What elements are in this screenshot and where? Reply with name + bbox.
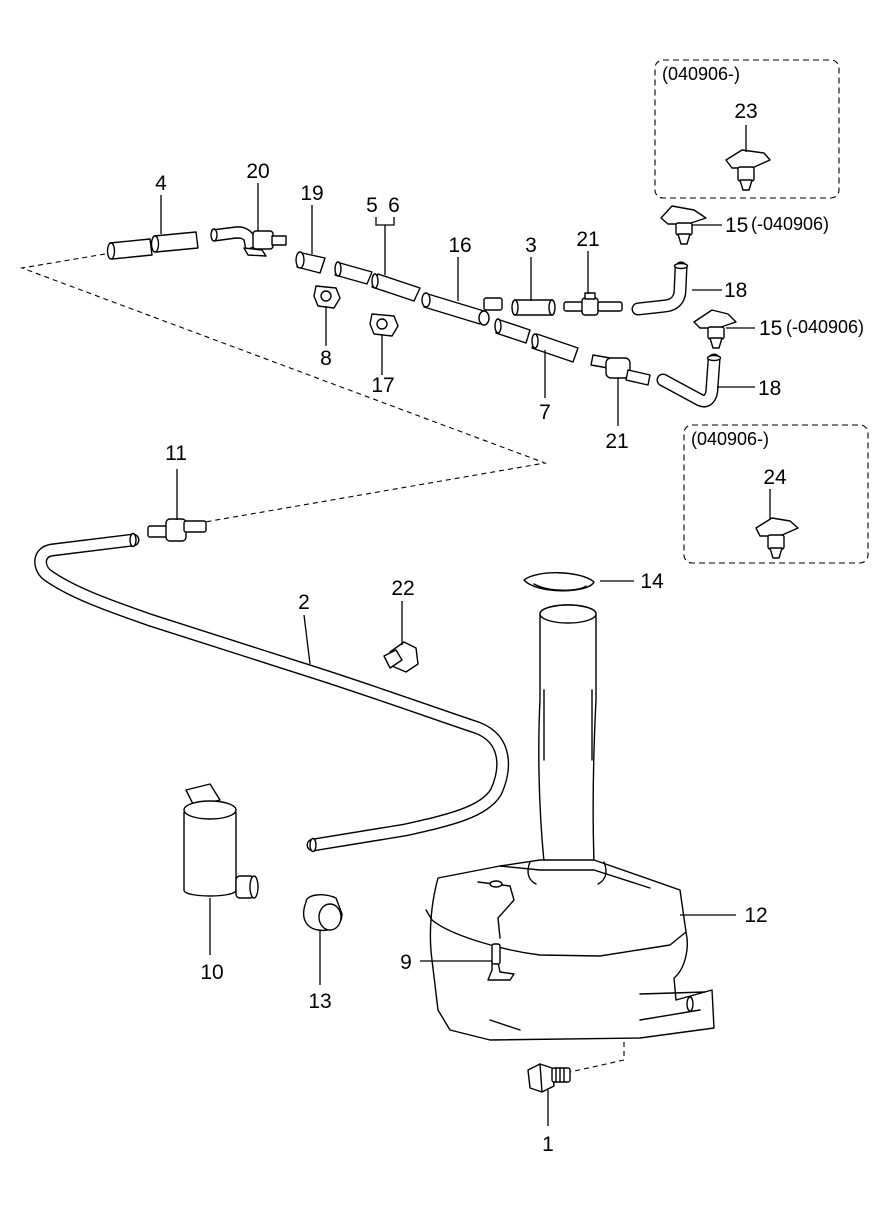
part-5-6-hose-joints [334, 261, 421, 302]
label-part-21-upper: 21 [576, 228, 599, 251]
part-10-washer-pump [183, 783, 259, 899]
label-part-3: 3 [525, 234, 537, 257]
label-part-16: 16 [448, 234, 471, 257]
note-part-15-upper: (-040906) [751, 214, 829, 234]
part-22-clip [383, 641, 419, 673]
part-11-connector [147, 518, 207, 542]
label-part-7: 7 [539, 401, 551, 424]
option-box-24-note: (040906-) [691, 429, 769, 449]
label-part-5: 5 [366, 194, 378, 217]
part-23-nozzle [725, 149, 771, 191]
label-part-19: 19 [300, 182, 323, 205]
label-part-20: 20 [246, 160, 269, 183]
leader-lines [160, 125, 771, 1126]
part-15-lower-nozzle [693, 309, 737, 349]
part-21-upper-t-connector [563, 292, 623, 316]
label-part-4: 4 [155, 172, 167, 195]
label-part-18-upper: 18 [724, 279, 747, 302]
label-part-10: 10 [200, 961, 223, 984]
label-part-1: 1 [542, 1133, 554, 1156]
option-box-24: (040906-) [683, 424, 869, 564]
part-13-grommet [302, 894, 343, 932]
label-part-15-upper: 15 [725, 214, 748, 237]
part-21-lower-t-connector [590, 354, 651, 386]
part-2-long-hose [34, 532, 510, 853]
label-part-13: 13 [308, 990, 331, 1013]
part-4-hose-joints [106, 231, 199, 260]
part-15-upper-nozzle [660, 205, 707, 245]
note-part-15-lower: (-040906) [786, 317, 864, 337]
label-part-12: 12 [744, 904, 767, 927]
guide-lines [19, 253, 625, 1073]
part-8-clip [313, 285, 341, 309]
label-part-23: 23 [734, 100, 757, 123]
label-part-15-lower: 15 [759, 317, 782, 340]
part-24-nozzle [755, 517, 799, 559]
label-part-21-lower: 21 [605, 430, 628, 453]
label-part-8: 8 [320, 347, 332, 370]
part-20-elbow-connector [210, 226, 287, 257]
part-9-clip-bolt [487, 943, 515, 981]
part-3-hose-joint [511, 299, 556, 316]
label-part-11: 11 [165, 442, 187, 465]
label-part-18-lower: 18 [758, 377, 781, 400]
label-part-24: 24 [763, 466, 787, 489]
part-labels: 4 20 19 5 6 16 3 21 23 15 (-040906) 18 1… [155, 100, 864, 1156]
part-12-washer-reservoir [425, 604, 715, 1041]
label-part-22: 22 [391, 577, 414, 600]
part-14-cap [523, 572, 595, 592]
option-box-23-note: (040906-) [662, 64, 740, 84]
part-19-hose-joint [295, 251, 326, 274]
part-18-upper-hose [631, 261, 689, 316]
part-7-hose-joints [494, 318, 579, 363]
part-16-hose-joint [421, 292, 503, 326]
label-part-6: 6 [388, 194, 400, 217]
label-part-2: 2 [298, 591, 310, 614]
part-17-clip [369, 313, 399, 337]
label-part-9: 9 [400, 951, 412, 974]
label-part-17: 17 [371, 374, 394, 397]
label-part-14: 14 [640, 570, 664, 593]
part-1-bolt [527, 1063, 571, 1093]
part-18-lower-hose [656, 353, 722, 408]
option-box-23: (040906-) [654, 59, 840, 199]
